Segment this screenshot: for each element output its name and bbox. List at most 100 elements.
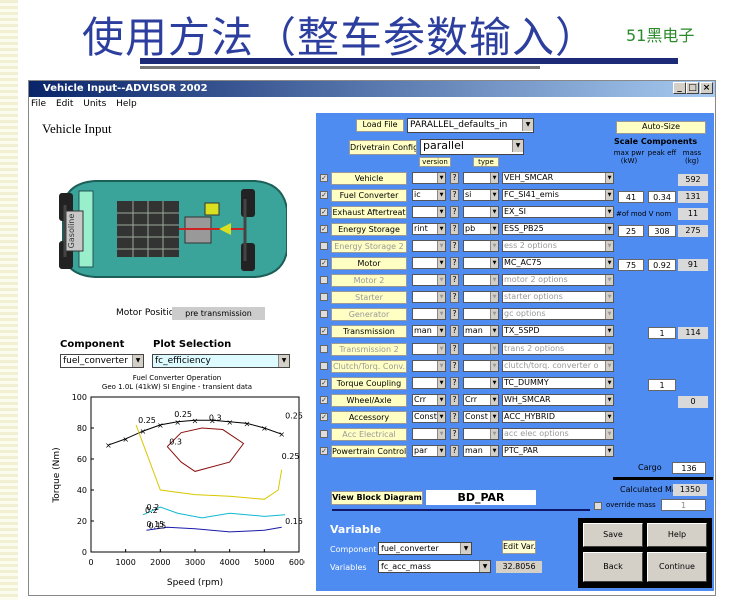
help-question-button[interactable]: ? xyxy=(450,291,459,303)
save-button[interactable]: Save xyxy=(583,523,643,547)
version-select[interactable]: ▼ xyxy=(412,377,446,389)
row-checkbox[interactable]: ✓ xyxy=(320,413,328,421)
override-mass-checkbox[interactable] xyxy=(594,502,602,510)
menu-units[interactable]: Units xyxy=(83,99,107,109)
max-power-input[interactable]: 25 xyxy=(618,225,644,237)
row-checkbox[interactable] xyxy=(320,276,328,284)
plot-select[interactable]: fc_efficiency▼ xyxy=(152,354,290,368)
version-select[interactable]: ▼ xyxy=(412,343,446,355)
help-question-button[interactable]: ? xyxy=(450,325,459,337)
help-question-button[interactable]: ? xyxy=(450,240,459,252)
help-question-button[interactable]: ? xyxy=(450,394,459,406)
component-file-select[interactable]: MC_AC75▼ xyxy=(502,257,614,269)
component-button[interactable]: Transmission xyxy=(331,325,407,338)
load-file-button[interactable]: Load File xyxy=(356,119,404,132)
component-var-select[interactable]: fuel_converter▼ xyxy=(378,542,472,555)
override-mass-input[interactable]: 1 xyxy=(661,499,706,511)
version-select[interactable]: rint▼ xyxy=(412,223,446,235)
autosize-button[interactable]: Auto-Size xyxy=(616,121,706,134)
component-button[interactable]: Torque Coupling xyxy=(331,377,407,390)
type-select[interactable]: ▼ xyxy=(463,308,499,320)
component-file-select[interactable]: motor 2 options▼ xyxy=(502,274,614,286)
edit-var-button[interactable]: Edit Var. xyxy=(502,540,536,554)
version-select[interactable]: ▼ xyxy=(412,206,446,218)
peak-eff-input[interactable]: 1 xyxy=(648,379,676,391)
help-question-button[interactable]: ? xyxy=(450,206,459,218)
component-button[interactable]: Acc Electrical xyxy=(331,428,407,441)
component-select[interactable]: fuel_converter▼ xyxy=(60,354,144,368)
component-file-select[interactable]: gc options▼ xyxy=(502,308,614,320)
row-checkbox[interactable] xyxy=(320,310,328,318)
cargo-input[interactable]: 136 xyxy=(672,462,706,474)
type-select[interactable]: ▼ xyxy=(463,291,499,303)
help-question-button[interactable]: ? xyxy=(450,428,459,440)
version-select[interactable]: ▼ xyxy=(412,308,446,320)
component-file-select[interactable]: clutch/torq. converter o▼ xyxy=(502,360,614,372)
continue-button[interactable]: Continue xyxy=(647,552,707,582)
row-checkbox[interactable]: ✓ xyxy=(320,327,328,335)
drivetrain-select[interactable]: parallel▼ xyxy=(420,139,524,155)
peak-eff-input[interactable]: 0.34 xyxy=(648,191,676,203)
help-question-button[interactable]: ? xyxy=(450,172,459,184)
component-file-select[interactable]: FC_SI41_emis▼ xyxy=(502,189,614,201)
type-select[interactable]: ▼ xyxy=(463,274,499,286)
row-checkbox[interactable]: ✓ xyxy=(320,396,328,404)
max-power-input[interactable]: 75 xyxy=(618,259,644,271)
version-select[interactable]: ▼ xyxy=(412,274,446,286)
component-button[interactable]: Powertrain Control xyxy=(331,445,407,458)
help-question-button[interactable]: ? xyxy=(450,257,459,269)
version-select[interactable]: Crr▼ xyxy=(412,394,446,406)
help-question-button[interactable]: ? xyxy=(450,189,459,201)
row-checkbox[interactable] xyxy=(320,293,328,301)
peak-eff-input[interactable]: 1 xyxy=(648,327,676,339)
component-file-select[interactable]: acc elec options▼ xyxy=(502,428,614,440)
component-file-select[interactable]: ess 2 options▼ xyxy=(502,240,614,252)
peak-eff-input[interactable]: 308 xyxy=(648,225,676,237)
component-button[interactable]: Vehicle xyxy=(331,172,407,185)
type-select[interactable]: ▼ xyxy=(463,206,499,218)
max-power-input[interactable]: 41 xyxy=(618,191,644,203)
component-file-select[interactable]: ESS_PB25▼ xyxy=(502,223,614,235)
component-file-select[interactable]: EX_SI▼ xyxy=(502,206,614,218)
version-select[interactable]: man▼ xyxy=(412,325,446,337)
row-checkbox[interactable] xyxy=(320,362,328,370)
version-select[interactable]: ▼ xyxy=(412,240,446,252)
component-button[interactable]: Transmission 2 xyxy=(331,343,407,356)
component-file-select[interactable]: WH_SMCAR▼ xyxy=(502,394,614,406)
component-file-select[interactable]: TC_DUMMY▼ xyxy=(502,377,614,389)
row-checkbox[interactable]: ✓ xyxy=(320,174,328,182)
menu-file[interactable]: File xyxy=(31,99,47,109)
component-file-select[interactable]: TX_5SPD▼ xyxy=(502,325,614,337)
help-question-button[interactable]: ? xyxy=(450,445,459,457)
type-select[interactable]: Const▼ xyxy=(463,411,499,423)
version-select[interactable]: par▼ xyxy=(412,445,446,457)
help-button[interactable]: Help xyxy=(647,523,707,547)
row-checkbox[interactable]: ✓ xyxy=(320,379,328,387)
help-question-button[interactable]: ? xyxy=(450,411,459,423)
version-select[interactable]: ▼ xyxy=(412,257,446,269)
type-select[interactable]: pb▼ xyxy=(463,223,499,235)
type-select[interactable]: ▼ xyxy=(463,257,499,269)
type-select[interactable]: ▼ xyxy=(463,360,499,372)
component-button[interactable]: Motor xyxy=(331,257,407,270)
row-checkbox[interactable] xyxy=(320,430,328,438)
row-checkbox[interactable]: ✓ xyxy=(320,225,328,233)
type-select[interactable]: ▼ xyxy=(463,377,499,389)
component-file-select[interactable]: trans 2 options▼ xyxy=(502,343,614,355)
component-button[interactable]: Starter xyxy=(331,291,407,304)
row-checkbox[interactable] xyxy=(320,242,328,250)
version-select[interactable]: ▼ xyxy=(412,360,446,372)
help-question-button[interactable]: ? xyxy=(450,360,459,372)
help-question-button[interactable]: ? xyxy=(450,223,459,235)
row-checkbox[interactable]: ✓ xyxy=(320,447,328,455)
row-checkbox[interactable]: ✓ xyxy=(320,259,328,267)
version-select[interactable]: ic▼ xyxy=(412,189,446,201)
type-select[interactable]: ▼ xyxy=(463,240,499,252)
maximize-button[interactable]: □ xyxy=(686,82,699,94)
type-select[interactable]: ▼ xyxy=(463,343,499,355)
component-button[interactable]: Exhaust Aftertreat xyxy=(331,206,407,219)
minimize-button[interactable]: _ xyxy=(673,82,686,94)
component-button[interactable]: Clutch/Torq. Conv. xyxy=(331,360,407,373)
type-select[interactable]: ▼ xyxy=(463,172,499,184)
type-select[interactable]: ▼ xyxy=(463,428,499,440)
